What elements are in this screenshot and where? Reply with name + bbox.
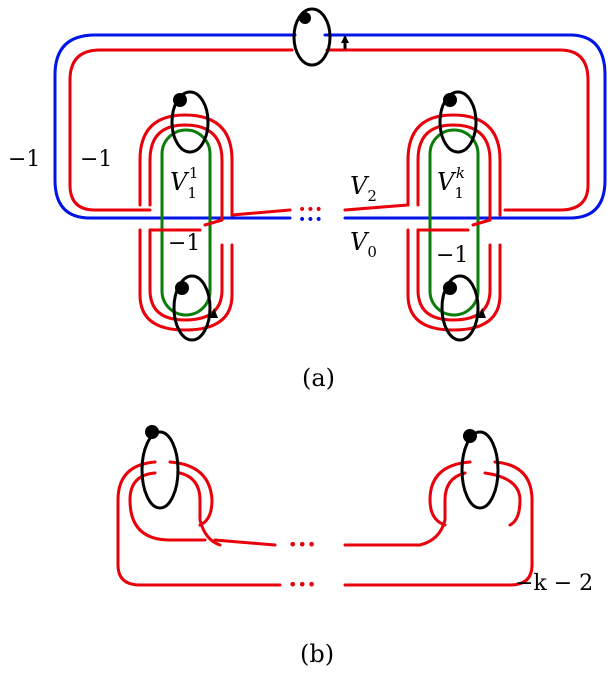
v1-first-label: V11 — [170, 164, 198, 202]
v0-label: V0 — [350, 228, 377, 261]
left-upper-meridian — [170, 90, 210, 154]
left-clasp-outer — [116, 460, 282, 587]
left-red-band-outer — [138, 113, 234, 332]
red-outer-loop — [68, 48, 590, 212]
right-clasp-inner — [343, 460, 472, 547]
red-dots-a: ••• — [298, 202, 323, 218]
right-clasp-hook — [483, 471, 522, 527]
right-lower-meridian — [440, 274, 486, 342]
red-framing-label: −1 — [80, 147, 112, 172]
panel-a: ••• ••• −1 −1 V11 V1k V2 V0 −1 −1 (a) — [8, 7, 607, 392]
right-meridian-b — [460, 429, 500, 510]
left-meridian-b — [140, 425, 180, 510]
left-red-band — [148, 123, 224, 322]
right-red-band-outer — [406, 113, 502, 332]
right-green-framing-label: −1 — [436, 243, 468, 268]
top-meridian-circle — [292, 7, 349, 67]
blue-framing-label: −1 — [8, 147, 40, 172]
caption-b: (b) — [300, 640, 334, 668]
bottom-dots-b: ••• — [288, 575, 316, 594]
left-clasp-inner — [128, 471, 277, 547]
panel-b: ••• ••• −k − 2 (b) — [116, 425, 593, 668]
blue-dots-a: ••• — [298, 212, 323, 228]
v2-label: V2 — [350, 172, 377, 205]
caption-a: (a) — [302, 364, 335, 392]
top-dots-b: ••• — [288, 535, 316, 554]
right-clasp-outer — [343, 460, 534, 587]
left-green-framing-label: −1 — [168, 231, 200, 256]
blue-outer-loop — [53, 33, 607, 220]
right-upper-meridian — [438, 90, 478, 154]
framing-label-b: −k − 2 — [515, 571, 593, 596]
v1-last-label: V1k — [437, 164, 465, 202]
left-clasp-hook — [168, 460, 222, 547]
right-red-band — [416, 123, 492, 322]
left-lower-meridian — [172, 274, 218, 342]
